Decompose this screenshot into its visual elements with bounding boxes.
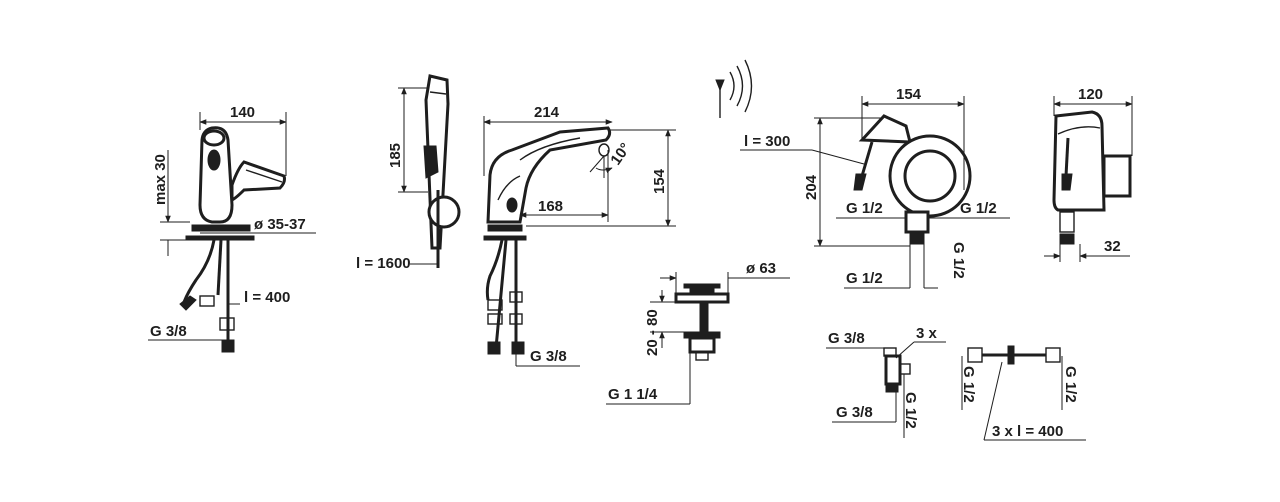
shower-height-label: 185 <box>387 143 404 168</box>
waste-dia-label: ø 63 <box>746 260 776 277</box>
hose-length-label: 3 x l = 400 <box>992 423 1063 440</box>
waste-conn-label: G 1 1/4 <box>608 386 658 403</box>
basin-mixer-view: 140 max 30 ø 35-37 l = 400 G 3/8 <box>148 104 316 353</box>
side-width-label: 120 <box>1078 86 1103 103</box>
wall-height-label: 204 <box>803 174 820 200</box>
valve-conn-vertical-label: G 1/2 <box>902 392 919 429</box>
side-depth-label: 32 <box>1104 238 1121 255</box>
sensor-mixer-view: 214 168 10° 154 G 3/8 <box>483 104 676 367</box>
wall-sensor-unit-view: 154 l = 300 204 G 1/2 G 1/2 G 1/2 G 1/2 <box>740 86 1010 289</box>
mixer-height-label: 154 <box>651 168 668 194</box>
wall-conn-left-label: G 1/2 <box>846 200 883 217</box>
pop-up-waste-view: ø 63 20 - 80 G 1 1/4 <box>606 260 790 405</box>
hose-conn-left-label: G 1/2 <box>960 366 977 403</box>
valve-count-label: 3 x <box>916 325 938 342</box>
wall-conn-bottom-label: G 1/2 <box>846 270 883 287</box>
connection-hose-view: G 1/2 G 1/2 3 x l = 400 <box>960 345 1086 441</box>
hose-conn-right-label: G 1/2 <box>1062 366 1079 403</box>
sensor-wave-icon <box>715 59 753 118</box>
hand-shower-view: 185 l = 1600 <box>356 74 461 272</box>
valve-conn-bottom-label: G 3/8 <box>836 404 873 421</box>
basin-max-height-label: max 30 <box>152 154 169 205</box>
basin-hose-length-label: l = 400 <box>244 289 290 306</box>
basin-width-label: 140 <box>230 104 255 121</box>
wall-width-label: 154 <box>896 86 922 103</box>
basin-conn-label: G 3/8 <box>150 323 187 340</box>
valve-conn-top-label: G 3/8 <box>828 330 865 347</box>
mixer-angle-label: 10° <box>607 140 634 168</box>
basin-hole-dia-label: ø 35-37 <box>254 216 306 233</box>
wall-cable-length-label: l = 300 <box>744 133 790 150</box>
mixer-conn-label: G 3/8 <box>530 348 567 365</box>
angle-valve-view: G 3/8 3 x G 3/8 G 1/2 <box>826 325 946 438</box>
mixer-reach-label: 168 <box>538 198 563 215</box>
side-view: 120 32 <box>1044 86 1133 262</box>
mixer-width-label: 214 <box>534 104 560 121</box>
wall-conn-vertical-label: G 1/2 <box>950 242 967 279</box>
waste-range-label: 20 - 80 <box>644 309 661 356</box>
wall-conn-right-label: G 1/2 <box>960 200 997 217</box>
shower-hose-length-label: l = 1600 <box>356 255 411 272</box>
